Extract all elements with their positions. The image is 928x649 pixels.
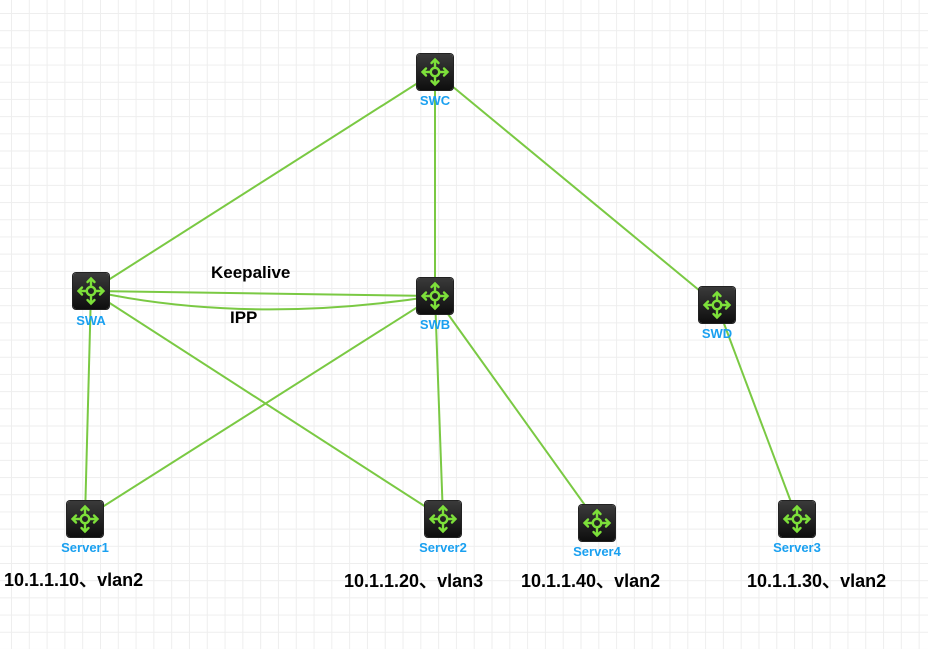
node-server4[interactable]	[579, 505, 615, 541]
link-swd-server3	[716, 304, 798, 519]
link-swa-server2	[90, 290, 444, 519]
link-swb-server4	[434, 295, 598, 523]
node-label-swd: SWD	[701, 326, 733, 341]
router-icon	[70, 504, 100, 534]
node-server3[interactable]	[779, 501, 815, 537]
node-swc[interactable]	[417, 54, 453, 90]
link-swb-server1	[84, 295, 436, 519]
link-swa-swb-ipp	[90, 290, 436, 311]
link-swa-server1	[84, 290, 92, 519]
router-icon	[702, 290, 732, 320]
node-label-server2: Server2	[419, 540, 467, 555]
ipp-label: IPP	[230, 308, 258, 327]
router-icon	[76, 276, 106, 306]
server1-address: 10.1.1.10、vlan2	[4, 570, 144, 590]
node-server2[interactable]	[425, 501, 461, 537]
router-icon	[420, 281, 450, 311]
link-swa-swb-keepalive	[90, 290, 436, 297]
node-swd[interactable]	[699, 287, 735, 323]
node-label-swc: SWC	[419, 93, 451, 108]
node-label-swb: SWB	[419, 317, 451, 332]
router-icon	[582, 508, 612, 538]
node-label-server3: Server3	[773, 540, 821, 555]
router-icon	[782, 504, 812, 534]
node-swb[interactable]	[417, 278, 453, 314]
link-swc-swd	[434, 71, 718, 306]
server3-address: 10.1.1.30、vlan2	[747, 571, 887, 591]
node-label-server1: Server1	[61, 540, 109, 555]
keepalive-label: Keepalive	[211, 263, 291, 282]
server2-address: 10.1.1.20、vlan3	[344, 571, 484, 591]
router-icon	[428, 504, 458, 534]
node-label-swa: SWA	[76, 313, 106, 328]
link-swb-server2	[434, 295, 444, 519]
node-swa[interactable]	[73, 273, 109, 309]
router-icon	[420, 57, 450, 87]
server4-address: 10.1.1.40、vlan2	[521, 571, 661, 591]
node-label-server4: Server4	[573, 544, 621, 559]
node-server1[interactable]	[67, 501, 103, 537]
link-swc-swa	[90, 71, 436, 292]
